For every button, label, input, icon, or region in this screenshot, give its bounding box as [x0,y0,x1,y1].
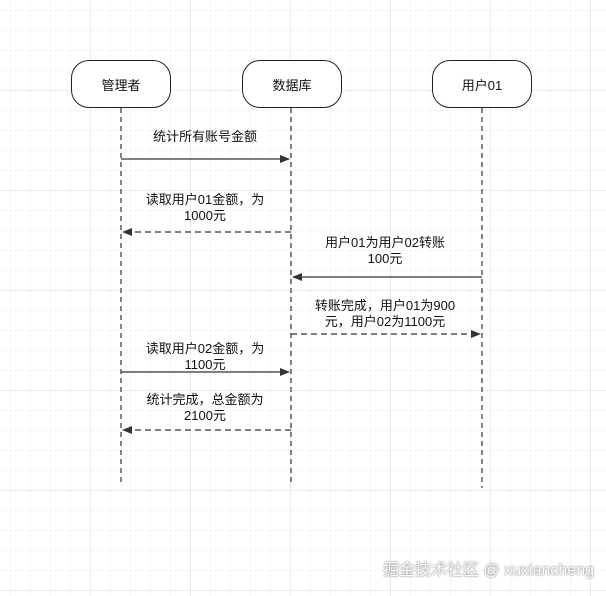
actor-admin: 管理者 [71,60,171,108]
message-label-2: 读取用户01金额，为 1000元 [145,192,265,223]
message-label-3: 用户01为用户02转账 100元 [325,235,445,266]
message-label-6: 统计完成，总金额为 2100元 [146,392,264,423]
watermark-text: 掘金技术社区 @ xuxiancheng [383,562,594,579]
actor-database: 数据库 [242,60,342,108]
actor-user01: 用户01 [432,60,532,108]
message-label-1: 统计所有账号金额 [152,129,257,144]
actor-admin-label: 管理者 [101,77,141,93]
message-label-5: 读取用户02金额，为 1100元 [145,341,265,372]
actor-user01-label: 用户01 [461,77,503,93]
message-label-4: 转账完成，用户01为900 元，用户02为1100元 [314,298,456,329]
actor-database-label: 数据库 [272,77,312,93]
